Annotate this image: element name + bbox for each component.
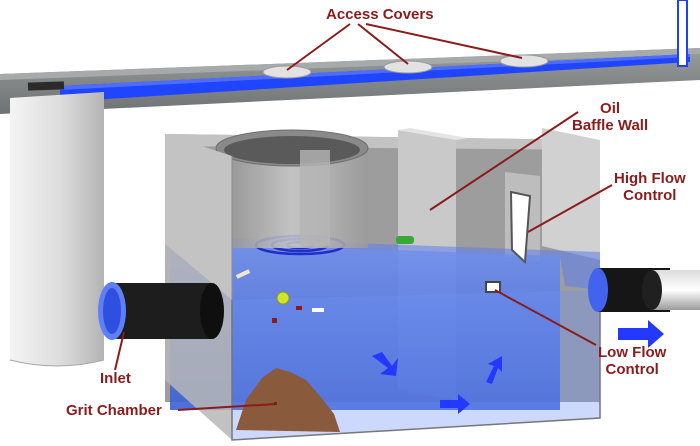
- high-flow-window: [509, 190, 532, 265]
- label-high-flow: High Flow: [614, 170, 686, 187]
- curb-inlet-grate: [27, 81, 65, 91]
- access-cover: [262, 65, 312, 79]
- vent-pipe: [677, 0, 688, 67]
- label-access-covers: Access Covers: [326, 6, 434, 23]
- label-control-2: Control: [605, 361, 659, 378]
- access-cover: [383, 60, 433, 74]
- label-grit-chamber: Grit Chamber: [66, 402, 162, 419]
- leader-lines: [114, 23, 613, 411]
- flow-arrow: [372, 352, 398, 376]
- access-cover: [499, 54, 549, 68]
- support-pillar: [9, 92, 105, 367]
- sediment-speck: [274, 402, 277, 405]
- label-low-flow: Low Flow: [598, 344, 667, 361]
- label-control: Control: [623, 187, 677, 204]
- inlet-pipe: [98, 282, 224, 340]
- flow-arrow: [440, 394, 470, 414]
- label-low-flow-control: Low Flow Control: [598, 344, 666, 378]
- outlet-pipe: [588, 268, 700, 312]
- grit-sediment: [236, 368, 340, 432]
- label-baffle-wall: Baffle Wall: [572, 117, 649, 134]
- flow-arrow: [486, 356, 502, 384]
- label-oil: Oil: [600, 100, 621, 117]
- floating-debris: [235, 236, 414, 323]
- label-oil-baffle-wall: Oil Baffle Wall: [572, 100, 648, 134]
- outflow-arrow: [618, 320, 664, 348]
- low-flow-window: [485, 281, 501, 293]
- label-inlet: Inlet: [100, 370, 131, 387]
- water-body: [170, 238, 600, 410]
- label-high-flow-control: High Flow Control: [614, 170, 686, 204]
- vortex-tube: [215, 129, 369, 248]
